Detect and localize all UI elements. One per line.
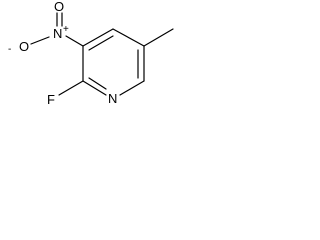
bond-n-o-left — [30, 36, 50, 45]
bond-c6-n1 — [119, 80, 145, 96]
bond-c3-c4-inner — [88, 35, 114, 51]
charge-nitro-nitrogen: + — [63, 24, 69, 35]
atom-labels: N F N + O O - — [8, 0, 117, 107]
bond-methyl — [143, 28, 174, 47]
atom-nitro-nitrogen: N — [53, 26, 62, 41]
atom-ring-nitrogen: N — [108, 91, 117, 106]
atom-fluorine: F — [47, 92, 55, 107]
substituent-bonds — [30, 12, 174, 96]
bond-n1-c2-inner — [88, 77, 107, 90]
molecule-structure: N F N + O O - — [8, 0, 174, 107]
atom-nitro-oxygen-top: O — [54, 0, 64, 14]
bond-c-f — [58, 80, 84, 96]
atom-nitro-oxygen-left: O — [19, 39, 29, 54]
bond-c3-c4 — [82, 28, 114, 47]
bond-c-nitro — [65, 35, 84, 47]
bond-n1-c2 — [82, 80, 107, 96]
charge-nitro-oxygen-left: - — [8, 44, 11, 55]
pyridine-ring — [82, 28, 145, 96]
bond-c4-c5 — [112, 28, 145, 47]
